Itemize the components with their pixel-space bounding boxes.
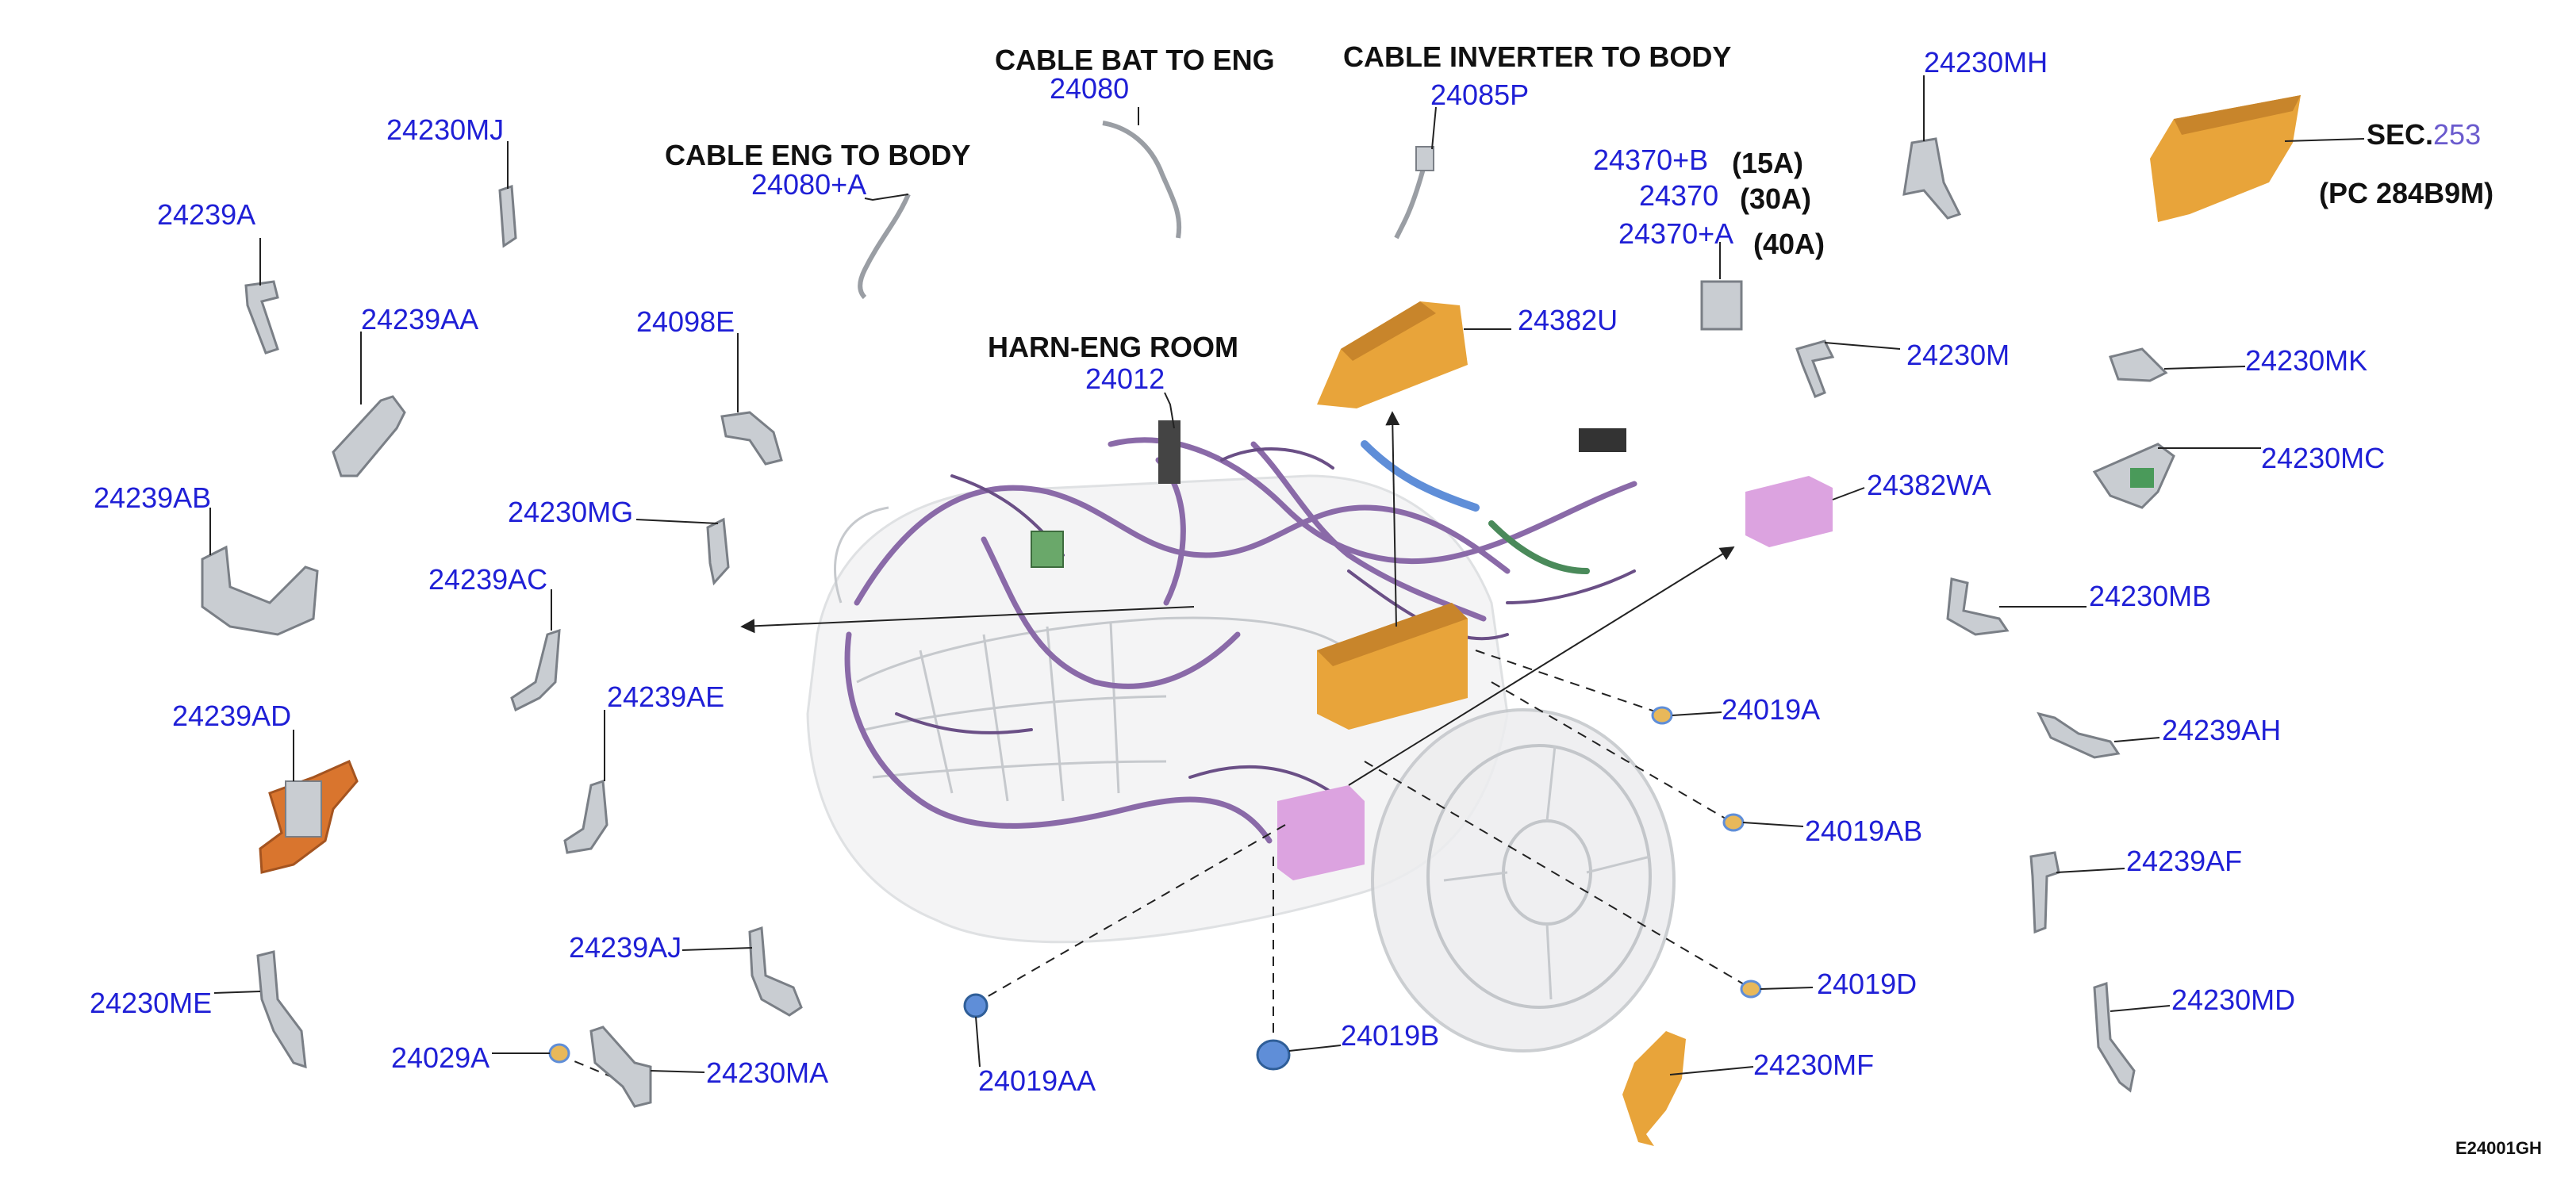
part-label-24370: 24370: [1639, 179, 1718, 212]
part-label-24019B: 24019B: [1341, 1019, 1439, 1052]
bracket-24230MG: [706, 517, 730, 586]
part-label-24085P: 24085P: [1430, 79, 1529, 111]
fuse-box-installed: [1277, 785, 1365, 880]
part-label-24019AA: 24019AA: [978, 1064, 1096, 1097]
part-label-24080: 24080: [1050, 72, 1129, 105]
caption-cable-bat-to-eng: CABLE BAT TO ENG: [995, 44, 1275, 76]
grommet-24019B: [1256, 1039, 1291, 1071]
part-label-24230MF: 24230MF: [1753, 1049, 1874, 1081]
cover-24382U: [1317, 301, 1468, 408]
fuse-rating-40a: (40A): [1753, 228, 1825, 260]
part-label-24239AB: 24239AB: [94, 481, 211, 514]
sec-number: 253: [2433, 118, 2481, 151]
bracket-24230MF: [1622, 1031, 1686, 1146]
part-label-24239AE: 24239AE: [607, 681, 724, 713]
part-label-24239AA: 24239AA: [361, 303, 478, 335]
part-label-24239AJ: 24239AJ: [569, 931, 681, 964]
bracket-24239AH: [2037, 711, 2121, 759]
part-label-24239AH: 24239AH: [2162, 714, 2281, 746]
fuse-24370: [1700, 280, 1743, 331]
bracket-24239AB: [201, 545, 319, 636]
diagram-code: E24001GH: [2455, 1138, 2542, 1158]
part-label-24019AB: 24019AB: [1805, 815, 1922, 847]
part-label-24098E: 24098E: [636, 305, 735, 338]
part-label-24382WA: 24382WA: [1867, 469, 1991, 501]
caption-harn-eng-room: HARN-ENG ROOM: [988, 331, 1238, 363]
bracket-24230MA: [589, 1026, 652, 1108]
part-label-24019A: 24019A: [1722, 693, 1820, 726]
clip-24019A: [1651, 706, 1673, 725]
fuse-rating-15a: (15A): [1732, 147, 1803, 179]
part-label-24230MB: 24230MB: [2089, 580, 2211, 612]
part-label-24239AF: 24239AF: [2126, 845, 2242, 877]
part-label-24019D: 24019D: [1817, 968, 1917, 1000]
fuse-box-24382WA: [1745, 476, 1833, 547]
part-label-24230MD: 24230MD: [2171, 983, 2295, 1016]
bracket-24239AE: [563, 779, 608, 854]
cable-bat-to-eng: [1102, 121, 1182, 239]
pc-reference: (PC 284B9M): [2319, 177, 2493, 209]
clip-24098E: [720, 411, 783, 466]
part-label-24029A: 24029A: [391, 1041, 489, 1074]
part-label-24230MG: 24230MG: [508, 496, 633, 528]
junction-box-installed: [1317, 603, 1468, 730]
bracket-24230MB: [1946, 577, 2010, 636]
bracket-24230M: [1795, 339, 1835, 398]
bracket-24230ME: [256, 950, 307, 1069]
part-label-24239A: 24239A: [157, 198, 255, 231]
part-label-24012: 24012: [1085, 362, 1165, 395]
part-label-24230ME: 24230ME: [90, 987, 212, 1019]
part-label-24239AC: 24239AC: [428, 563, 547, 596]
part-label-24230MK: 24230MK: [2245, 344, 2367, 377]
caption-cable-inverter-to-body: CABLE INVERTER TO BODY: [1343, 40, 1731, 73]
bracket-24239AF: [2029, 851, 2060, 934]
sec-prefix: SEC.: [2367, 118, 2433, 151]
bracket-24230MK: [2109, 347, 2168, 382]
fuse-rating-30a: (30A): [1740, 182, 1811, 215]
wheel: [1371, 708, 1676, 1052]
part-label-24239AD: 24239AD: [172, 700, 291, 732]
bracket-24239AA: [332, 395, 406, 477]
part-label-24230MH: 24230MH: [1924, 46, 2048, 79]
svg-text:SEC.253: SEC.253: [2367, 118, 2481, 151]
cable-eng-to-body: [858, 193, 911, 300]
part-label-24230MJ: 24230MJ: [386, 113, 504, 146]
bracket-24230MH: [1902, 137, 1962, 220]
bracket-24239A: [244, 280, 279, 355]
part-label-24370B: 24370+B: [1593, 144, 1708, 176]
part-label-24370A: 24370+A: [1618, 217, 1733, 250]
part-label-24230MA: 24230MA: [706, 1056, 828, 1089]
bracket-24239AJ: [748, 926, 803, 1017]
part-label-24230M: 24230M: [1906, 339, 2010, 371]
part-label-24382U: 24382U: [1518, 304, 1618, 336]
bracket-24239AC: [510, 628, 561, 712]
caption-cable-eng-to-body: CABLE ENG TO BODY: [665, 139, 970, 171]
part-label-24230MC: 24230MC: [2261, 442, 2385, 474]
part-label-24080A: 24080+A: [751, 168, 866, 201]
engine-room-harness: [844, 420, 1637, 844]
bracket-24230MD: [2093, 981, 2136, 1093]
